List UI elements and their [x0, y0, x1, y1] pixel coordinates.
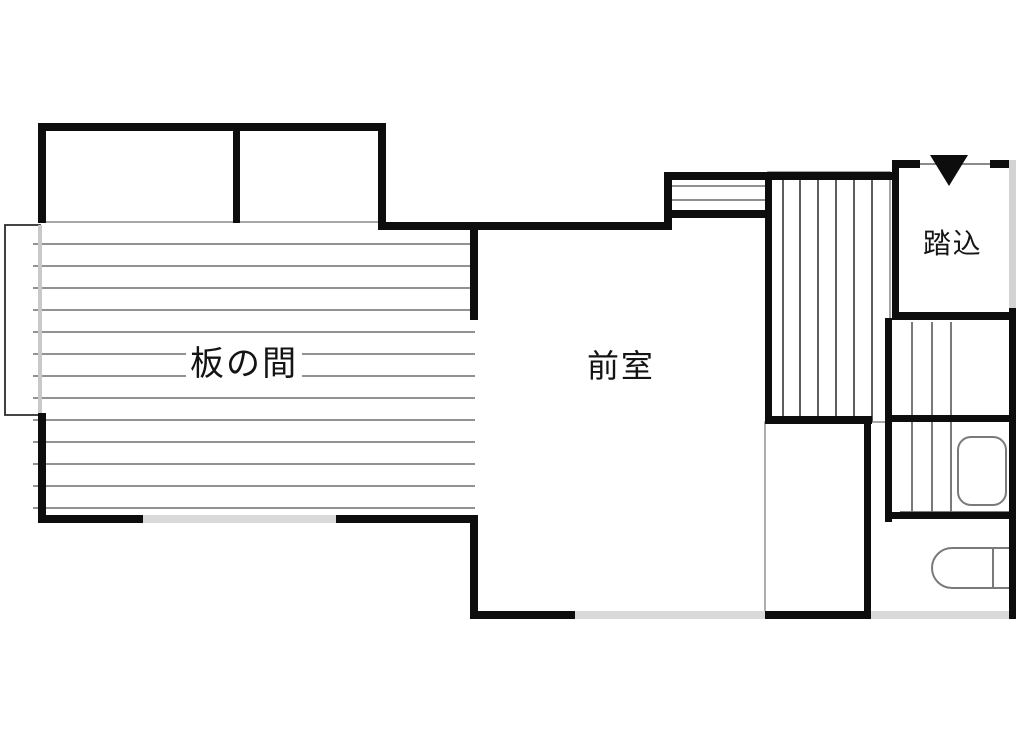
closet-under-stairs — [764, 421, 870, 619]
toilet-fixture — [931, 547, 1010, 589]
room-label-zenshitsu: 前室 — [587, 347, 655, 385]
room-label-fumikomi: 踏込 — [923, 227, 983, 260]
veranda-bay-outline — [4, 224, 41, 416]
staircase — [767, 171, 891, 423]
washbasin-fixture — [957, 436, 1007, 506]
entrance-direction-marker — [930, 155, 968, 186]
walls — [38, 123, 1016, 619]
room-label-ita-no-ma: 板の間 — [186, 345, 303, 383]
shoe-cabinet — [672, 185, 768, 213]
